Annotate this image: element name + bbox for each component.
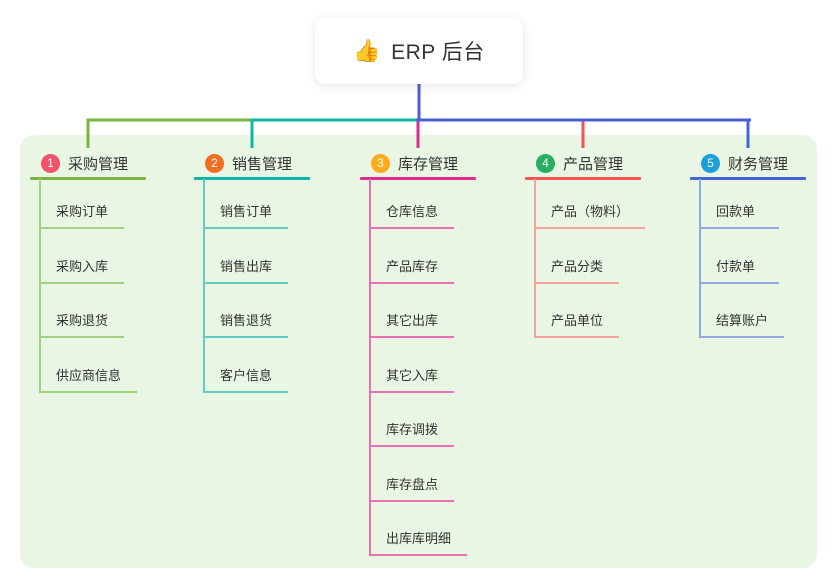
- sub-node[interactable]: 仓库信息: [369, 175, 455, 229]
- sub-node[interactable]: 产品单位: [534, 284, 620, 338]
- branch-spine-line: [203, 179, 205, 393]
- branch-underline: [690, 177, 806, 180]
- branch-spine-line: [699, 179, 701, 338]
- thumbs-up-icon: 👍: [353, 38, 382, 63]
- branches-panel: [20, 135, 817, 568]
- sub-node-label: 产品分类: [551, 258, 604, 274]
- branch: 3 库存管理 仓库信息产品库存其它出库其它入库库存调拨库存盘点出库库明细: [360, 150, 510, 556]
- branch-label: 采购管理: [68, 155, 129, 173]
- sub-node[interactable]: 产品分类: [534, 229, 620, 284]
- sub-node[interactable]: 付款单: [699, 229, 779, 284]
- sub-node[interactable]: 库存调拨: [369, 393, 455, 447]
- branch-number-badge: 4: [536, 153, 555, 173]
- sub-node-label: 采购退货: [56, 313, 109, 328]
- branch-number-badge: 3: [371, 153, 390, 173]
- branch-node[interactable]: 4 产品管理: [525, 150, 675, 176]
- branch-number-badge: 1: [41, 153, 60, 173]
- sub-node[interactable]: 其它入库: [369, 338, 455, 393]
- root-node[interactable]: 👍 ERP 后台: [315, 18, 523, 84]
- sub-node-label: 产品库存: [386, 258, 439, 274]
- branch-spine-line: [369, 179, 371, 556]
- branch-items: 仓库信息产品库存其它出库其它入库库存调拨库存盘点出库库明细: [360, 175, 468, 556]
- sub-node-label: 库存盘点: [386, 476, 439, 492]
- root-title: ERP 后台: [391, 41, 485, 64]
- sub-node-label: 库存调拨: [386, 422, 439, 437]
- sub-node-label: 销售出库: [220, 258, 273, 274]
- branch-spine-line: [534, 179, 536, 338]
- sub-node-label: 其它入库: [386, 367, 439, 383]
- branch-node[interactable]: 3 库存管理: [360, 150, 510, 176]
- sub-node-label: 仓库信息: [386, 204, 439, 219]
- sub-node[interactable]: 销售订单: [203, 175, 289, 229]
- branch-items: 销售订单销售出库销售退货客户信息: [194, 175, 289, 393]
- sub-node-label: 采购订单: [56, 204, 109, 219]
- branch: 5 财务管理 回款单付款单结算账户: [690, 150, 839, 338]
- sub-node[interactable]: 采购退货: [39, 284, 125, 338]
- branch-number-badge: 5: [701, 153, 720, 173]
- sub-node[interactable]: 产品（物料）: [534, 175, 646, 229]
- sub-node-label: 供应商信息: [56, 367, 122, 383]
- branch-items: 采购订单采购入库采购退货供应商信息: [30, 175, 138, 393]
- sub-node[interactable]: 客户信息: [203, 338, 289, 393]
- branch: 2 销售管理 销售订单销售出库销售退货客户信息: [194, 150, 344, 393]
- sub-node[interactable]: 采购订单: [39, 175, 125, 229]
- sub-node-label: 产品（物料）: [551, 204, 630, 219]
- sub-node-label: 回款单: [716, 204, 756, 219]
- branch-label: 库存管理: [398, 155, 459, 173]
- branch-label: 销售管理: [232, 155, 293, 173]
- sub-node-label: 销售订单: [220, 204, 273, 219]
- sub-node-label: 结算账户: [716, 313, 769, 328]
- branch-node[interactable]: 1 采购管理: [30, 150, 180, 176]
- branch-items: 产品（物料） 产品分类产品单位: [525, 175, 646, 338]
- branch-node[interactable]: 2 销售管理: [194, 150, 344, 176]
- branch-label: 产品管理: [563, 155, 624, 173]
- sub-node[interactable]: 销售退货: [203, 284, 289, 338]
- branch-underline: [194, 177, 310, 180]
- sub-node-label: 采购入库: [56, 258, 109, 274]
- sub-node[interactable]: 回款单: [699, 175, 779, 229]
- branch-underline: [525, 177, 641, 180]
- branch-number-badge: 2: [205, 153, 224, 173]
- branch: 1 采购管理 采购订单采购入库采购退货供应商信息: [30, 150, 180, 393]
- branch: 4 产品管理 产品（物料） 产品分类产品单位: [525, 150, 675, 338]
- sub-node[interactable]: 销售出库: [203, 229, 289, 284]
- sub-node[interactable]: 出库库明细: [369, 502, 468, 556]
- sub-node-label: 其它出库: [386, 313, 439, 328]
- sub-node[interactable]: 其它出库: [369, 284, 455, 338]
- sub-node-label: 产品单位: [551, 313, 604, 328]
- branch-label: 财务管理: [728, 155, 789, 173]
- sub-node-label: 付款单: [716, 258, 756, 274]
- sub-node[interactable]: 采购入库: [39, 229, 125, 284]
- sub-node-label: 客户信息: [220, 367, 273, 383]
- branch-node[interactable]: 5 财务管理: [690, 150, 839, 176]
- branch-underline: [30, 177, 146, 180]
- sub-node[interactable]: 产品库存: [369, 229, 455, 284]
- branch-items: 回款单付款单结算账户: [690, 175, 785, 338]
- sub-node-label: 出库库明细: [386, 531, 452, 546]
- sub-node[interactable]: 结算账户: [699, 284, 785, 338]
- sub-node[interactable]: 供应商信息: [39, 338, 138, 393]
- sub-node-label: 销售退货: [220, 313, 273, 328]
- sub-node[interactable]: 库存盘点: [369, 447, 455, 502]
- branch-spine-line: [39, 179, 41, 393]
- branch-underline: [360, 177, 476, 180]
